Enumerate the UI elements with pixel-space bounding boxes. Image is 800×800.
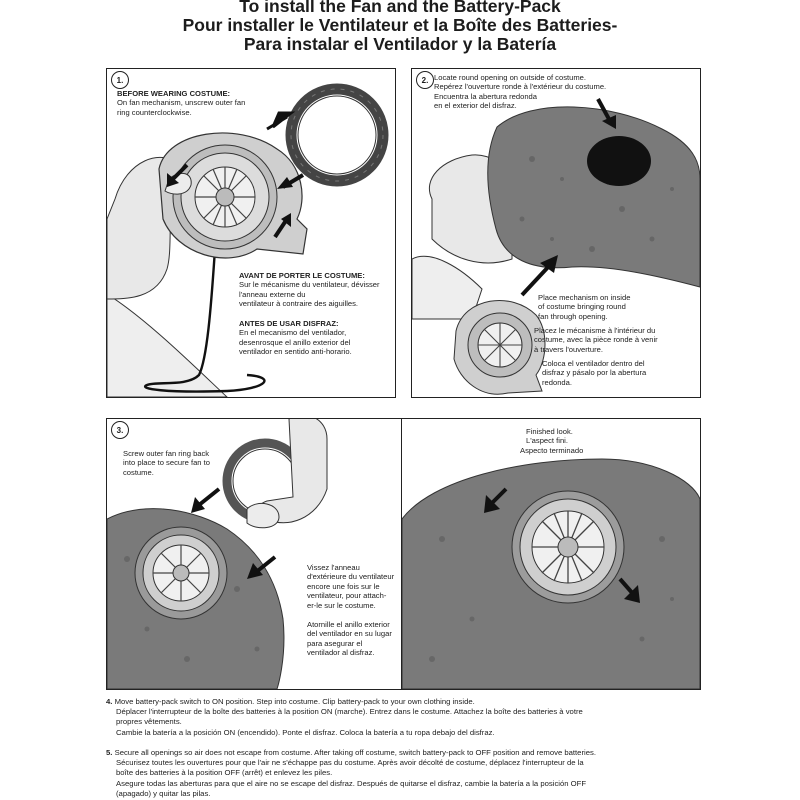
title-spanish: Para instalar el Ventilador y la Batería xyxy=(243,34,557,54)
step-1-french-text: AVANT DE PORTER LE COSTUME: Sur le mécan… xyxy=(239,271,380,309)
step-4-number: 4. xyxy=(106,697,113,706)
step-4-english: Move battery-pack switch to ON position.… xyxy=(114,697,475,706)
step-5-english: Secure all openings so air does not esca… xyxy=(114,748,596,757)
step-2-place-spanish: Coloca el ventilador dentro del disfraz … xyxy=(542,359,647,387)
step-2-place-english: Place mechanism on inside of costume bri… xyxy=(538,293,631,321)
step-5-french-1: Sécurisez toutes les ouvertures pour que… xyxy=(116,758,584,768)
step-2-locate-text: Locate round opening on outside of costu… xyxy=(434,73,607,111)
step-3-illustration xyxy=(107,419,328,689)
step-3-spanish-text: Atornille el anillo exterior del ventila… xyxy=(307,620,392,658)
step-1-number: 1. xyxy=(111,71,129,89)
step-3-french-text: Vissez l'anneau d'extérieure du ventilat… xyxy=(307,563,395,610)
title-english: To install the Fan and the Battery-Pack xyxy=(239,0,561,16)
title-french: Pour installer le Ventilateur et la Boît… xyxy=(182,15,618,35)
step-1-spanish-text: ANTES DE USAR DISFRAZ: En el mecanismo d… xyxy=(239,319,352,357)
panel-finished-look: Finished look. L'aspect fini. Aspecto te… xyxy=(401,418,701,690)
step-2-place-french: Placez le mécanisme à l'intérieur du cos… xyxy=(534,326,658,354)
step-2-number: 2. xyxy=(416,71,434,89)
step-5-number: 5. xyxy=(106,748,113,757)
step-4: 4. Move battery-pack switch to ON positi… xyxy=(106,697,706,738)
panel-step-3: 3. Screw outer fan ring back into place … xyxy=(106,418,404,690)
step-4-french-2: propres vêtements. xyxy=(116,717,182,727)
panel-step-1: 1. BEFORE WEARING COSTUME: On fan mechan… xyxy=(106,68,396,398)
finished-look-text: Finished look. L'aspect fini. Aspecto te… xyxy=(520,427,584,455)
step-4-spanish: Cambie la batería a la posición ON (ence… xyxy=(116,727,495,737)
step-2-illustration xyxy=(412,98,700,395)
step-3-english-text: Screw outer fan ring back into place to … xyxy=(123,449,210,477)
finished-illustration xyxy=(402,458,700,689)
step-3-number: 3. xyxy=(111,421,129,439)
step-4-french-1: Déplacer l'interrupteur de la boîte des … xyxy=(116,707,583,717)
step-1-illustration xyxy=(107,83,389,397)
step-1-english-text: BEFORE WEARING COSTUME: On fan mechanism… xyxy=(117,89,246,117)
step-5-spanish-2: (apagado) y quitar las pilas. xyxy=(116,788,211,798)
step-5-french-2: boîte des batteries à la position OFF (a… xyxy=(116,768,333,778)
step-5-spanish-1: Asegure todas las aberturas para que el … xyxy=(116,778,587,788)
step-5: 5. Secure all openings so air does not e… xyxy=(106,748,706,799)
panel-step-2: 2. Locate round opening on outside of co… xyxy=(411,68,701,398)
